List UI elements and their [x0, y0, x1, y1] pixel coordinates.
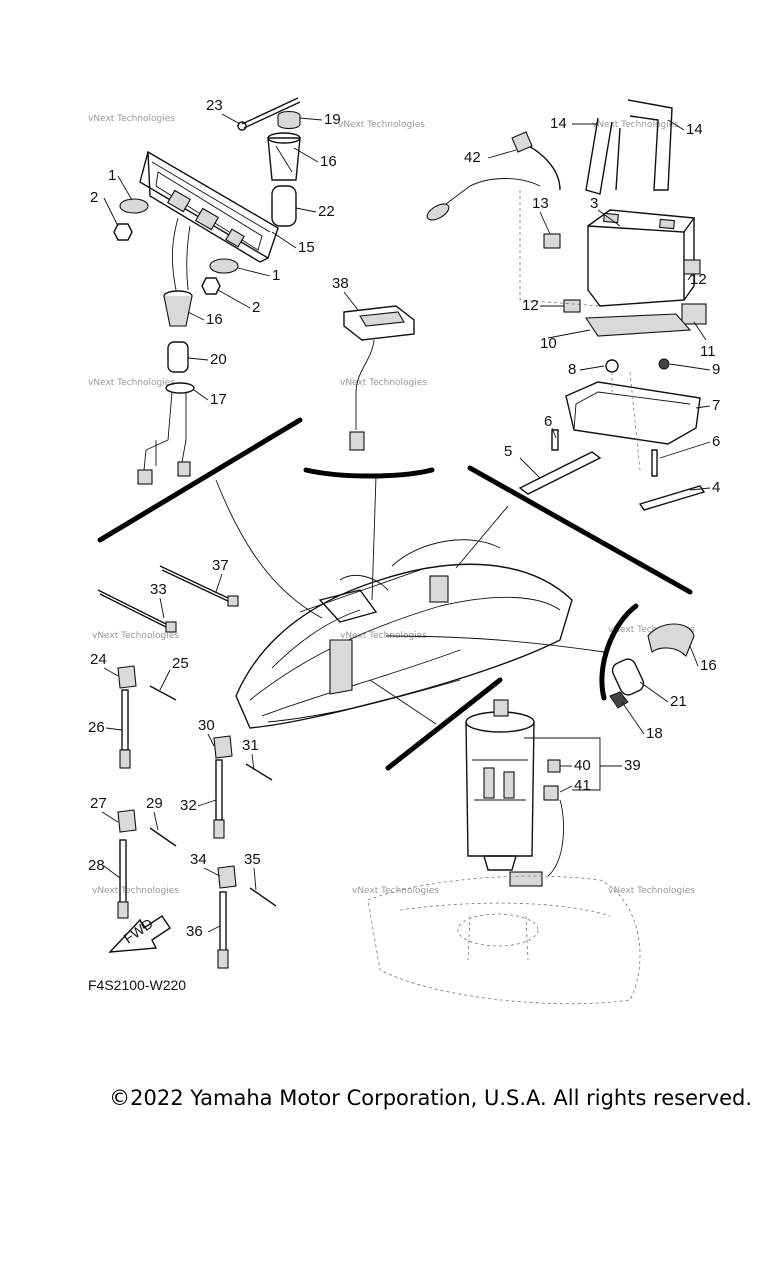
callout: 16 [206, 311, 223, 328]
callout: 16 [700, 657, 717, 674]
callout: 30 [198, 717, 215, 734]
callout: 21 [670, 693, 687, 710]
callout: 1 [272, 267, 280, 284]
callout: 12 [690, 271, 707, 288]
callout: 32 [180, 797, 197, 814]
fuel-pump-assembly [367, 699, 641, 1005]
callout: 41 [574, 777, 591, 794]
callout: 14 [686, 121, 703, 138]
callout: 23 [206, 97, 223, 114]
callout: 19 [324, 111, 341, 128]
callouts: 1 2 1 2 3 4 5 6 6 7 8 9 10 11 12 12 13 1… [88, 97, 720, 940]
band-and-cap [237, 97, 301, 227]
callout: 6 [544, 413, 552, 430]
callout: 40 [574, 757, 591, 774]
callout: 8 [568, 361, 576, 378]
callout: 2 [252, 299, 260, 316]
watermark: vNext Technologies [608, 886, 695, 896]
callout: 35 [244, 851, 261, 868]
copyright-notice: ©2022 Yamaha Motor Corporation, U.S.A. A… [109, 1086, 752, 1110]
callout: 18 [646, 725, 663, 742]
watermark: vNext Technologies [92, 631, 179, 641]
callout: 20 [210, 351, 227, 368]
callout: 7 [712, 397, 720, 414]
fwd-label: FWD [121, 915, 156, 946]
diagram-code: F4S2100-W220 [88, 977, 186, 993]
callout: 29 [146, 795, 163, 812]
callout: 1 [108, 167, 116, 184]
callout: 38 [332, 275, 349, 292]
watermark: vNext Technologies [608, 625, 695, 635]
callout: 15 [298, 239, 315, 256]
callout: 28 [88, 857, 105, 874]
meter-assembly [113, 150, 279, 485]
callout: 5 [504, 443, 512, 460]
watermark: vNext Technologies [92, 886, 179, 896]
callout: 36 [186, 923, 203, 940]
battery-assembly [426, 99, 707, 511]
callout: 16 [320, 153, 337, 170]
callout: 39 [624, 757, 641, 774]
watermark: vNext Technologies [88, 378, 175, 388]
callout: 14 [550, 115, 567, 132]
callout: 31 [242, 737, 259, 754]
callout: 34 [190, 851, 207, 868]
callout: 3 [590, 195, 598, 212]
watermarks: vNext Technologies vNext Technologies vN… [88, 114, 695, 896]
watermark: vNext Technologies [340, 631, 427, 641]
watermark: vNext Technologies [340, 378, 427, 388]
callout: 13 [532, 195, 549, 212]
callout: 37 [212, 557, 229, 574]
callout: 2 [90, 189, 98, 206]
callout: 33 [150, 581, 167, 598]
callout: 9 [712, 361, 720, 378]
callout: 26 [88, 719, 105, 736]
callout: 24 [90, 651, 107, 668]
bands-and-holders: FWD [97, 565, 277, 969]
watermark: vNext Technologies [338, 120, 425, 130]
callout: 10 [540, 335, 557, 352]
callout: 27 [90, 795, 107, 812]
callout: 12 [522, 297, 539, 314]
leader-lines [101, 113, 711, 933]
callout: 25 [172, 655, 189, 672]
callout: 42 [464, 149, 481, 166]
group-brackets [97, 417, 693, 771]
callout: 22 [318, 203, 335, 220]
watermark: vNext Technologies [88, 114, 175, 124]
callout: 6 [712, 433, 720, 450]
callout: 17 [210, 391, 227, 408]
switch-assembly [343, 305, 415, 451]
watercraft [235, 539, 573, 729]
callout: 11 [700, 343, 716, 360]
watermark: vNext Technologies [592, 120, 679, 130]
watermark: vNext Technologies [352, 886, 439, 896]
callout: 4 [712, 479, 720, 496]
